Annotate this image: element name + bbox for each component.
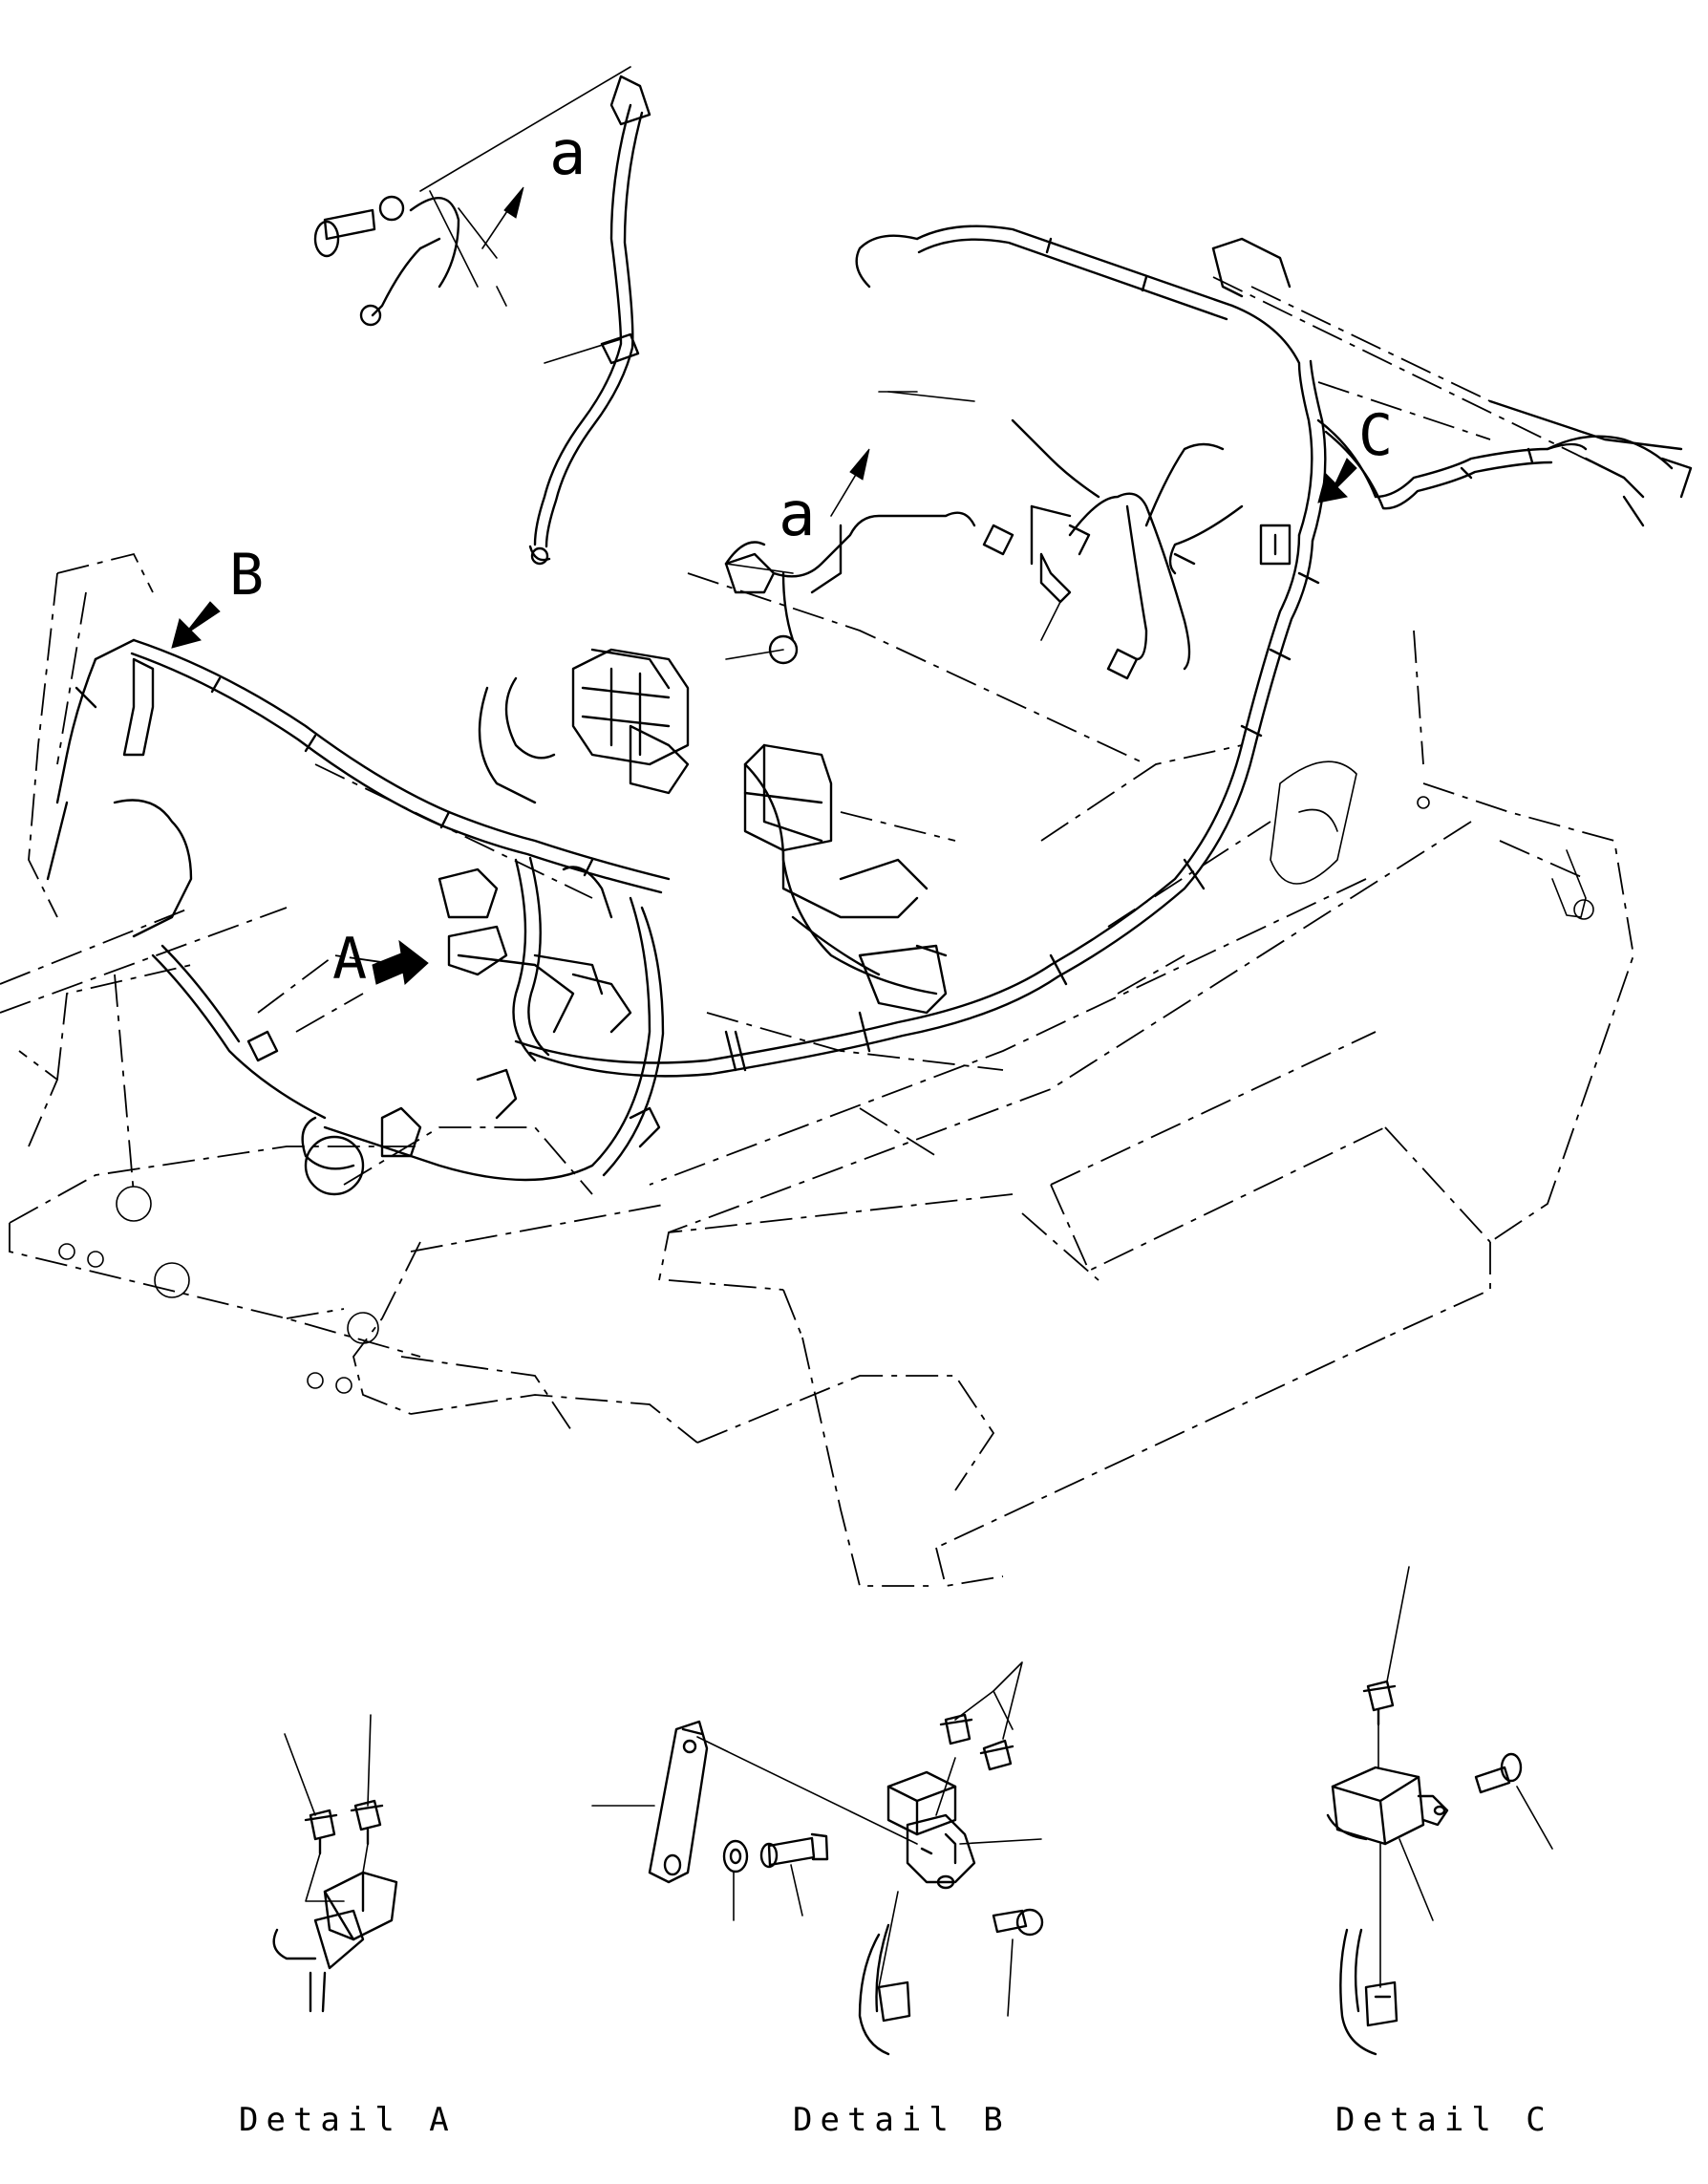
view-arrow-icon [1317, 458, 1357, 503]
leader-arrow-icon [503, 186, 524, 219]
a-arrows [481, 186, 870, 517]
callout-C: C [1358, 402, 1393, 469]
view-arrow-icon [171, 601, 221, 649]
connectors-left [438, 866, 632, 1034]
battery-cable [528, 75, 651, 566]
detail-b-drawing [591, 1661, 1044, 2056]
temperature-sensor [1030, 504, 1072, 604]
connectors-lower [246, 1030, 661, 1196]
callout-a-mid: a [779, 480, 816, 550]
callout-a-top: a [549, 118, 587, 189]
detail-captions: Detail A Detail B Detail C [239, 2101, 1553, 2139]
leader-arrow-icon [849, 448, 870, 481]
detail-c-drawing [1326, 1566, 1553, 2056]
connector-c [1168, 504, 1292, 575]
fuse-relay-block [478, 648, 690, 804]
caption-detail-c: Detail C [1335, 2101, 1553, 2139]
bolt-washer-top [313, 195, 460, 327]
main-harness [130, 225, 1674, 1182]
view-arrows [171, 458, 1357, 985]
connector-upper-mid [724, 511, 1139, 680]
callout-labels: a a A B C [229, 118, 1393, 993]
upper-right-harness-dashed [1211, 237, 1693, 527]
view-arrow-icon [372, 939, 429, 985]
callout-B: B [229, 542, 264, 609]
chassis-frame-outline [0, 276, 1634, 1588]
caption-detail-a: Detail A [239, 2101, 457, 2139]
leader-lines [419, 66, 1061, 660]
callout-A: A [332, 926, 367, 993]
relay-box-right [743, 743, 948, 1015]
connectors-left-post [46, 638, 193, 938]
detail-a-drawing [272, 1714, 398, 2013]
harness-clamps [210, 237, 1534, 1072]
caption-detail-b: Detail B [793, 2101, 1011, 2139]
